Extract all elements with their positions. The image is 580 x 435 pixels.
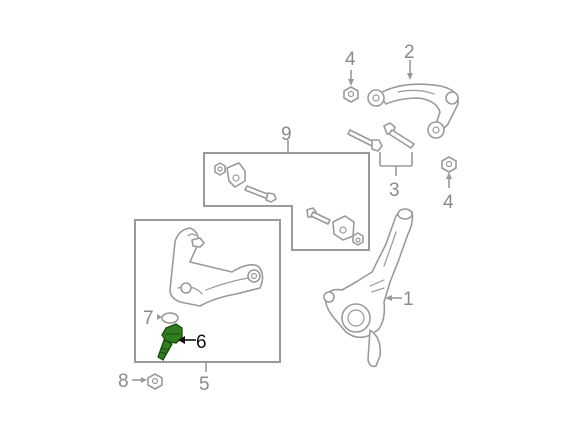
nut-4-top [343,86,359,103]
callout-9: 9 [281,124,292,145]
callout-8: 8 [118,371,129,392]
callout-4-right: 4 [443,192,454,213]
retaining-ring-7 [161,312,179,324]
lower-control-arm-frame [134,219,281,363]
nut-4-right [441,156,457,173]
callout-1: 1 [403,289,414,310]
callout-7: 7 [143,308,154,329]
upper-control-arm [367,83,459,139]
callout-2: 2 [404,42,415,63]
callout-6: 6 [196,332,207,353]
callout-3: 3 [389,180,400,201]
lower-control-arm [169,227,264,307]
ball-joint-6-highlighted [157,323,183,361]
bolt-kit-parts [214,162,364,246]
bolts-3 [347,122,415,152]
steering-knuckle [323,208,414,368]
nut-8 [147,373,163,390]
bolt-kit-frame [203,152,370,251]
callout-4-top: 4 [345,49,356,70]
callout-5: 5 [199,374,210,395]
